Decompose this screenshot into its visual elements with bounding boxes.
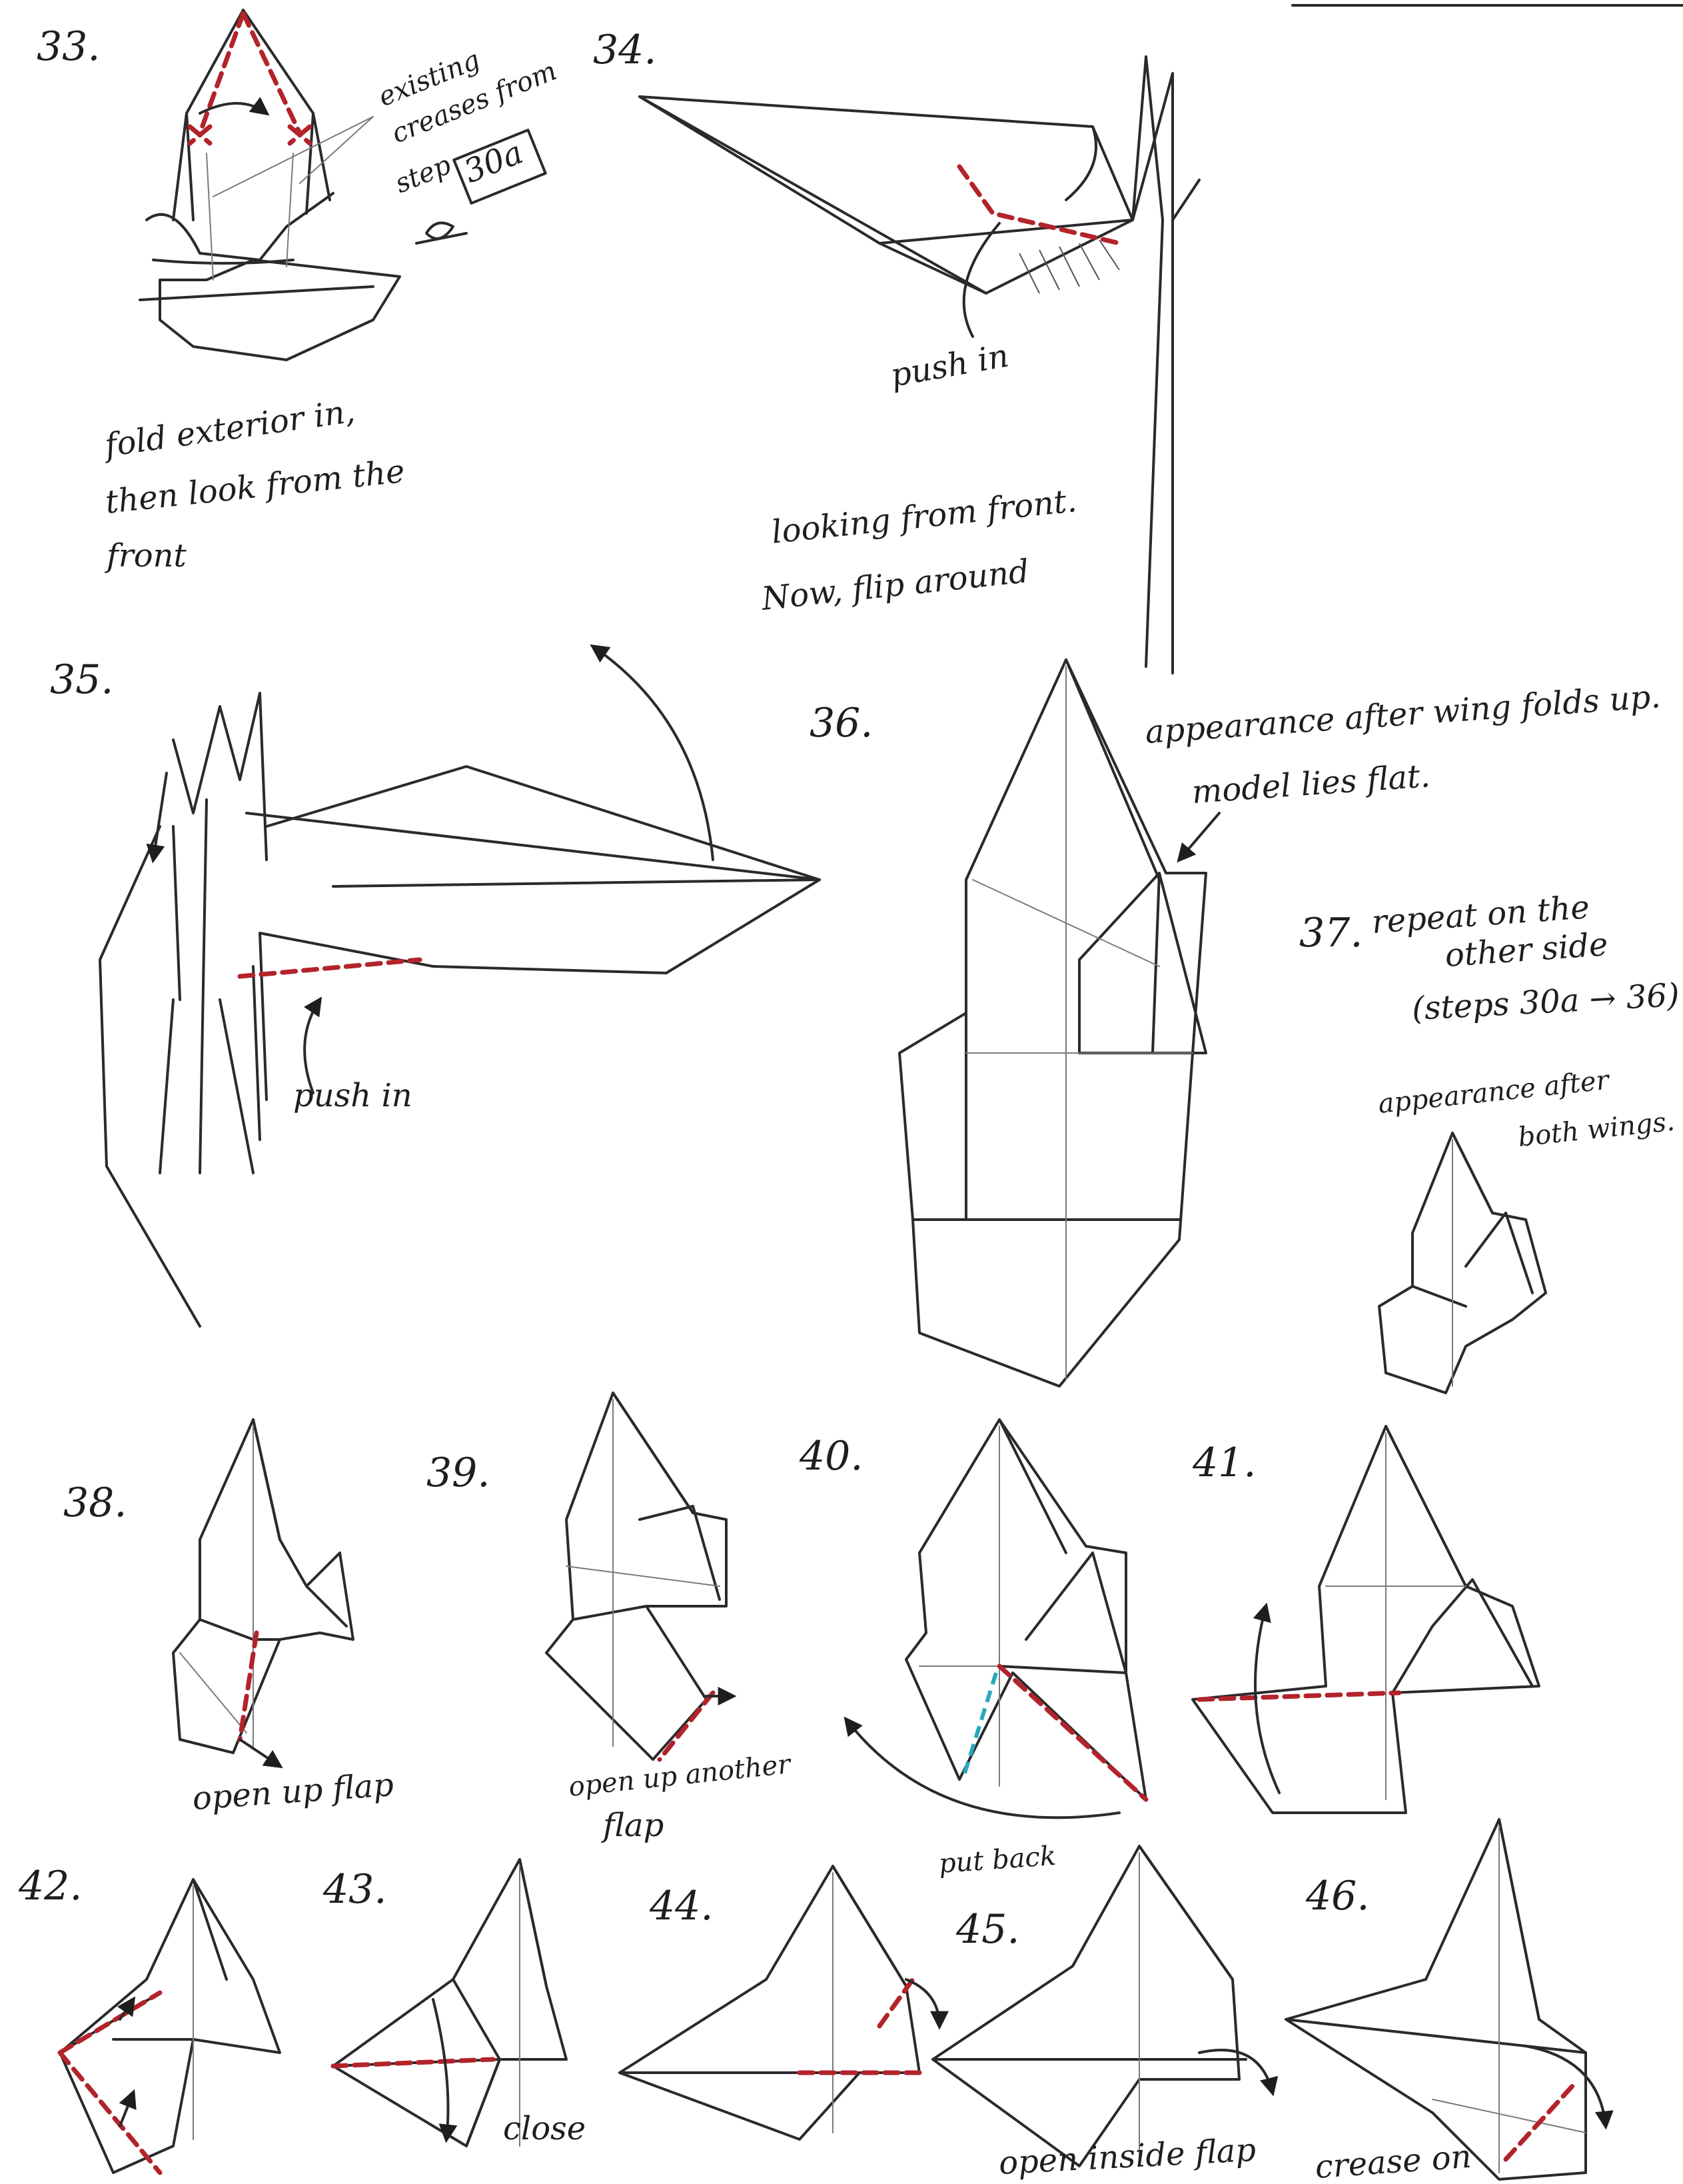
- step-number: 40.: [799, 1433, 863, 1480]
- push-in-label: push in: [293, 1077, 412, 1114]
- step-38-figure: [173, 1420, 353, 1766]
- step-number: 43.: [322, 1866, 386, 1913]
- step-45-caption: open inside flap: [998, 2131, 1257, 2182]
- svg-text:Now, flip around: Now, flip around: [759, 552, 1031, 618]
- step-40-caption: put back: [937, 1841, 1057, 1879]
- step-37-figure: [1379, 1133, 1546, 1393]
- svg-text:flap: flap: [601, 1807, 664, 1844]
- step-35-figure: [100, 646, 820, 1326]
- step-43-caption: close: [503, 2110, 586, 2147]
- step-42: 42.: [18, 1863, 280, 2173]
- step-number: 33.: [37, 23, 100, 70]
- step-39: 39. open up another flap: [426, 1393, 794, 1844]
- svg-text:model lies flat.: model lies flat.: [1191, 757, 1431, 811]
- step-44: 44.: [620, 1866, 939, 2139]
- step-33: 33. existing creases from step 30a fold …: [37, 10, 561, 574]
- step-39-figure: [546, 1393, 733, 1759]
- svg-text:(steps 30a → 36): (steps 30a → 36): [1411, 976, 1680, 1028]
- step-number: 37.: [1299, 910, 1363, 956]
- svg-text:looking from front.: looking from front.: [770, 482, 1078, 551]
- step-34: 34. push in looking from front. Now, fli…: [593, 27, 1199, 673]
- step-46-caption: crease on: [1314, 2138, 1472, 2184]
- step-36-figure: [899, 660, 1219, 1386]
- step-45-figure: [933, 1846, 1273, 2166]
- shaded-area: [1019, 240, 1119, 293]
- step-37: 37. repeat on the other side (steps 30a …: [1299, 888, 1680, 1393]
- svg-text:then look from the: then look from the: [103, 453, 406, 521]
- svg-text:30a: 30a: [459, 134, 528, 191]
- step-number: 46.: [1305, 1873, 1369, 1919]
- step-34-caption: looking from front. Now, flip around: [759, 482, 1078, 618]
- step-35: 35. push in: [50, 646, 820, 1326]
- step-36: 36. appearance after wing folds up. mode…: [810, 660, 1662, 1386]
- svg-text:both wings.: both wings.: [1516, 1106, 1676, 1153]
- step-38-caption: open up flap: [191, 1766, 395, 1817]
- step-number: 45.: [955, 1906, 1019, 1953]
- step-33-crease-note: existing creases from step 30a: [374, 45, 562, 203]
- step-37-caption: repeat on the other side (steps 30a → 36…: [1371, 888, 1680, 1153]
- push-in-label: push in: [887, 337, 1011, 395]
- svg-text:front: front: [105, 537, 187, 574]
- step-number: 34.: [593, 27, 656, 73]
- step-number: 36.: [810, 700, 873, 746]
- step-38: 38. open up flap: [63, 1420, 395, 1817]
- step-33-caption: fold exterior in, then look from the fro…: [101, 393, 406, 574]
- step-42-figure: [60, 1879, 280, 2173]
- step-40: 40. put back: [799, 1420, 1146, 1879]
- svg-text:appearance after: appearance after: [1377, 1065, 1612, 1120]
- step-36-caption: appearance after wing folds up. model li…: [1144, 678, 1662, 811]
- step-41: 41.: [1192, 1426, 1539, 1813]
- step-45: 45. open inside flap: [933, 1846, 1273, 2182]
- step-number: 42.: [18, 1863, 82, 1909]
- step-number: 41.: [1192, 1440, 1256, 1486]
- step-39-caption: open up another flap: [567, 1749, 794, 1844]
- step-40-figure: [846, 1420, 1146, 1817]
- svg-text:appearance after wing folds up: appearance after wing folds up.: [1144, 678, 1662, 751]
- svg-text:fold exterior in,: fold exterior in,: [101, 393, 357, 465]
- step-number: 38.: [63, 1480, 127, 1526]
- step-number: 44.: [649, 1883, 713, 1929]
- step-number: 39.: [426, 1450, 490, 1496]
- step-46: 46. crease on: [1286, 1819, 1606, 2184]
- svg-text:step: step: [391, 149, 456, 199]
- svg-text:open up another: open up another: [567, 1749, 794, 1803]
- step-43: 43. close: [322, 1859, 586, 2147]
- step-number: 35.: [50, 656, 113, 703]
